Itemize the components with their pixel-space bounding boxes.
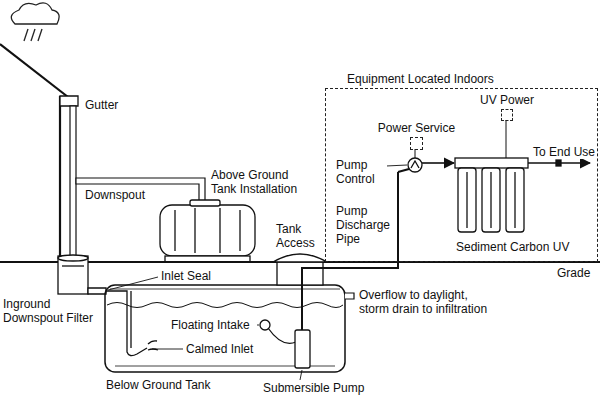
inground-filter — [88, 288, 106, 294]
downspout-pipe — [76, 178, 205, 206]
rain-cloud — [31, 29, 35, 41]
filter-housings — [556, 160, 561, 166]
gutter — [60, 96, 78, 106]
leader-line — [152, 349, 183, 350]
above-ground-tank — [190, 200, 220, 206]
pump-control — [398, 149, 454, 172]
filter-housings — [506, 120, 507, 158]
house — [0, 44, 68, 262]
leader-line — [108, 277, 158, 290]
floating-intake — [260, 320, 296, 343]
filter-housings — [455, 120, 590, 232]
calmed-inlet-pipe — [106, 291, 147, 356]
node-label: UV Power — [479, 93, 535, 107]
filter-housings — [514, 172, 515, 228]
part-label: Gutter — [84, 98, 119, 112]
rain-cloud — [11, 3, 59, 41]
part-label: Below Ground Tank — [105, 378, 212, 392]
leader-line — [300, 370, 302, 380]
power-box: Power Service — [410, 137, 423, 150]
floating-intake — [260, 320, 270, 330]
rain-cloud — [11, 3, 59, 24]
calmed-inlet-pipe — [106, 291, 158, 356]
tank-access — [277, 262, 323, 285]
part-label: Inground Downspout Filter — [2, 297, 104, 325]
below-ground-tank — [105, 285, 345, 372]
leader-line — [386, 165, 407, 166]
above-ground-tank — [194, 208, 195, 253]
above-ground-tank — [174, 210, 175, 251]
above-ground-tank — [219, 208, 220, 253]
part-label: Downspout — [84, 188, 146, 202]
inground-filter — [62, 265, 84, 266]
gutter — [60, 96, 78, 106]
part-label: Pump Control — [335, 158, 387, 186]
above-ground-tank — [160, 200, 255, 262]
below-ground-tank — [107, 303, 343, 308]
house — [59, 96, 61, 262]
part-label: Overflow to daylight, storm drain to inf… — [358, 288, 495, 316]
leader-line — [108, 165, 407, 380]
node-label: Equipment Located Indoors — [346, 72, 495, 86]
part-label: Pump Discharge Pipe — [335, 204, 397, 246]
below-ground-tank — [110, 289, 340, 290]
pump-control — [415, 149, 416, 158]
part-label: To End Use — [532, 145, 596, 159]
calmed-inlet-pipe — [130, 291, 131, 348]
above-ground-tank — [239, 210, 240, 251]
inground-filter — [58, 255, 88, 261]
part-label: Tank Access — [275, 222, 322, 250]
rain-cloud — [38, 29, 42, 41]
part-label: Above Ground Tank Installation — [210, 168, 312, 196]
node-label: Power Service — [377, 121, 456, 135]
part-label: Grade — [556, 266, 591, 280]
part-label: Inlet Seal — [160, 269, 212, 283]
below-ground-tank — [105, 285, 345, 372]
filter-housings — [490, 172, 491, 228]
submersible-pump — [295, 330, 310, 368]
submersible-pump — [295, 330, 310, 368]
floating-intake — [268, 328, 296, 343]
tank-access — [273, 254, 327, 262]
filter-housings — [455, 158, 528, 168]
rain-cloud — [24, 29, 28, 41]
overflow-pipe — [345, 293, 354, 299]
overflow-pipe — [345, 293, 354, 299]
tank-access — [273, 254, 327, 285]
filter-housings — [506, 168, 524, 232]
part-label: Sediment Carbon UV — [455, 240, 570, 254]
inground-filter — [58, 255, 106, 294]
above-ground-tank — [160, 205, 255, 256]
filter-housings — [458, 168, 476, 232]
inground-filter — [58, 256, 88, 294]
pump-control — [422, 162, 454, 164]
pump-control — [411, 161, 419, 168]
part-label: Calmed Inlet — [185, 342, 254, 356]
pump-control — [408, 158, 422, 172]
house — [0, 44, 68, 97]
part-label: Floating Intake — [170, 318, 251, 332]
filter-housings — [466, 172, 467, 228]
part-label: Submersible Pump — [262, 381, 365, 395]
downspout-pipe — [70, 106, 76, 258]
power-box: UV Power — [501, 109, 513, 121]
leader-line — [257, 325, 259, 326]
filter-housings — [482, 168, 500, 232]
pump-control — [398, 169, 409, 172]
